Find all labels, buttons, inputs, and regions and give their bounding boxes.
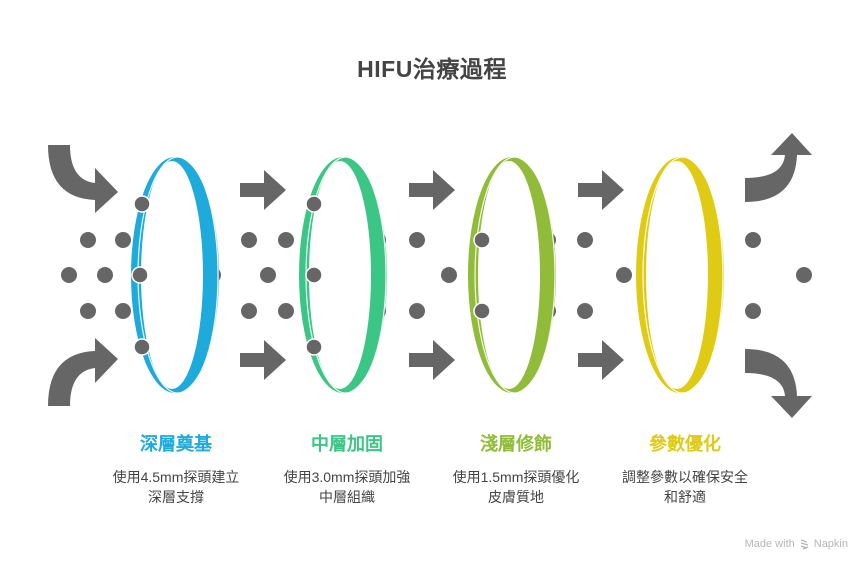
page-title: HIFU治療過程 — [357, 56, 507, 82]
stage-1-desc-line-1: 使用4.5mm探頭建立 — [112, 469, 240, 485]
right-arrow-icon — [409, 170, 455, 210]
particle-dot — [409, 303, 425, 319]
particle-dot — [577, 232, 593, 248]
curved-arrow-down-icon — [745, 349, 812, 418]
particle-dot — [745, 303, 761, 319]
stage-3-description: 使用1.5mm探頭優化 皮膚質地 — [431, 467, 601, 507]
ring-inner — [141, 161, 203, 389]
particle-dot-on-ring — [131, 266, 149, 284]
stage-1-desc-line-2: 深層支撐 — [148, 489, 204, 505]
particle-dot-on-ring — [305, 338, 323, 356]
stage-1-ring — [131, 156, 219, 394]
particle-dot-on-ring — [133, 195, 151, 213]
ring-inner — [309, 161, 371, 389]
particle-dot — [616, 267, 632, 283]
particle-dot — [441, 267, 457, 283]
particle-dot-on-ring — [305, 195, 323, 213]
stage-3-desc-line-1: 使用1.5mm探頭優化 — [452, 469, 580, 485]
particle-dot — [80, 303, 96, 319]
right-arrow-icon — [240, 340, 286, 380]
particle-dot — [409, 232, 425, 248]
curved-arrow-up-icon — [745, 133, 812, 202]
right-arrow-icon — [578, 170, 624, 210]
stage-3-title: 淺層修飾 — [480, 434, 552, 454]
stage-4-desc-line-2: 和舒適 — [664, 489, 706, 505]
stage-rings — [131, 156, 724, 394]
particle-dot — [796, 267, 812, 283]
ring-overlay-dots — [131, 195, 491, 356]
stage-2-ring — [299, 156, 387, 394]
particle-dot-on-ring — [133, 338, 151, 356]
particle-dot — [61, 267, 77, 283]
stage-2-desc-line-1: 使用3.0mm探頭加強 — [283, 469, 411, 485]
made-with-napkin-credit[interactable]: Made with Napkin — [745, 538, 848, 550]
right-arrow-icon — [240, 170, 286, 210]
ring-inner — [478, 161, 540, 389]
stage-3-ring — [468, 156, 556, 394]
particle-dot-on-ring — [305, 266, 323, 284]
particle-dot — [278, 303, 294, 319]
stage-4-desc-line-1: 調整參數以確保安全 — [622, 469, 748, 485]
particle-dot — [80, 232, 96, 248]
stage-4-ring — [636, 156, 724, 394]
curved-arrow-down-right-icon — [48, 145, 118, 213]
particle-dot — [278, 232, 294, 248]
napkin-logo-icon — [800, 538, 808, 550]
particle-dot — [115, 232, 131, 248]
particle-dot — [260, 267, 276, 283]
particle-dot-on-ring — [473, 231, 491, 249]
ring-seam — [642, 156, 724, 394]
stage-1-description: 使用4.5mm探頭建立 深層支撐 — [91, 467, 261, 507]
particle-dot — [241, 303, 257, 319]
ring-inner — [646, 161, 708, 389]
particle-dot — [97, 267, 113, 283]
particle-dot — [745, 232, 761, 248]
particle-dot — [241, 232, 257, 248]
right-arrow-icon — [409, 340, 455, 380]
flow-arrows — [48, 133, 812, 418]
stage-3-desc-line-2: 皮膚質地 — [488, 489, 544, 505]
stage-2-title: 中層加固 — [311, 434, 383, 454]
stage-2-description: 使用3.0mm探頭加強 中層組織 — [262, 467, 432, 507]
stage-2-desc-line-2: 中層組織 — [319, 489, 375, 505]
particle-dot — [577, 303, 593, 319]
credit-prefix: Made with — [744, 538, 795, 550]
particle-dot — [115, 303, 131, 319]
ring-seam — [474, 156, 556, 394]
credit-brand: Napkin — [813, 538, 848, 550]
stage-1-title: 深層奠基 — [140, 434, 212, 454]
curved-arrow-up-right-icon — [48, 338, 118, 406]
stage-4-title: 參數優化 — [649, 434, 721, 454]
right-arrow-icon — [578, 340, 624, 380]
particle-dot-on-ring — [473, 302, 491, 320]
stage-4-description: 調整參數以確保安全 和舒適 — [600, 467, 770, 507]
